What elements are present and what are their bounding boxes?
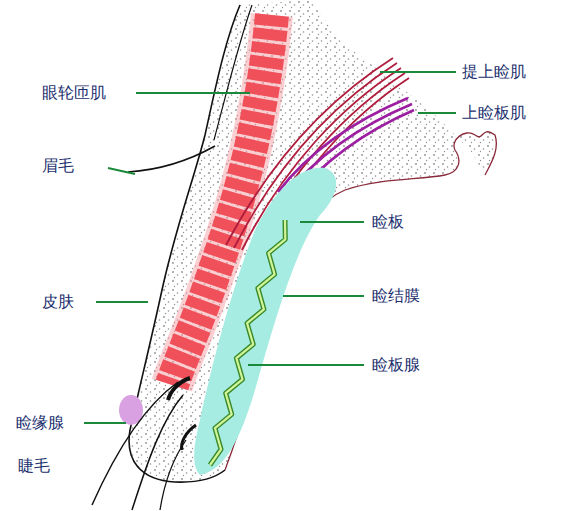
part-label: 睫毛 [18,457,50,475]
part-label: 眉毛 [42,157,74,175]
leader-line [108,168,135,174]
leader-line [380,71,456,73]
leader-line [136,92,250,94]
leader-lines [84,72,456,423]
leader-line [84,422,126,424]
leader-line [248,364,364,366]
eyelashes [92,378,196,510]
leader-line [300,221,364,223]
meibomian-gland [210,220,285,465]
part-label: 睑板 [372,213,404,231]
part-label: 上睑板肌 [462,104,526,122]
tarsal-plate [194,168,336,475]
leader-line [96,301,148,303]
leader-line [283,295,364,297]
eyelid-tissue [129,0,496,482]
meibomian-gland [210,220,285,465]
eyebrow [128,146,215,172]
leader-line [418,112,456,114]
part-label: 睑板腺 [372,356,420,374]
part-label: 睑缘腺 [16,414,64,432]
part-label: 眼轮匝肌 [42,84,106,102]
part-label: 睑结膜 [372,287,420,305]
part-label: 皮肤 [42,293,74,311]
levator-muscle [226,58,409,254]
part-label: 提上睑肌 [462,63,526,81]
